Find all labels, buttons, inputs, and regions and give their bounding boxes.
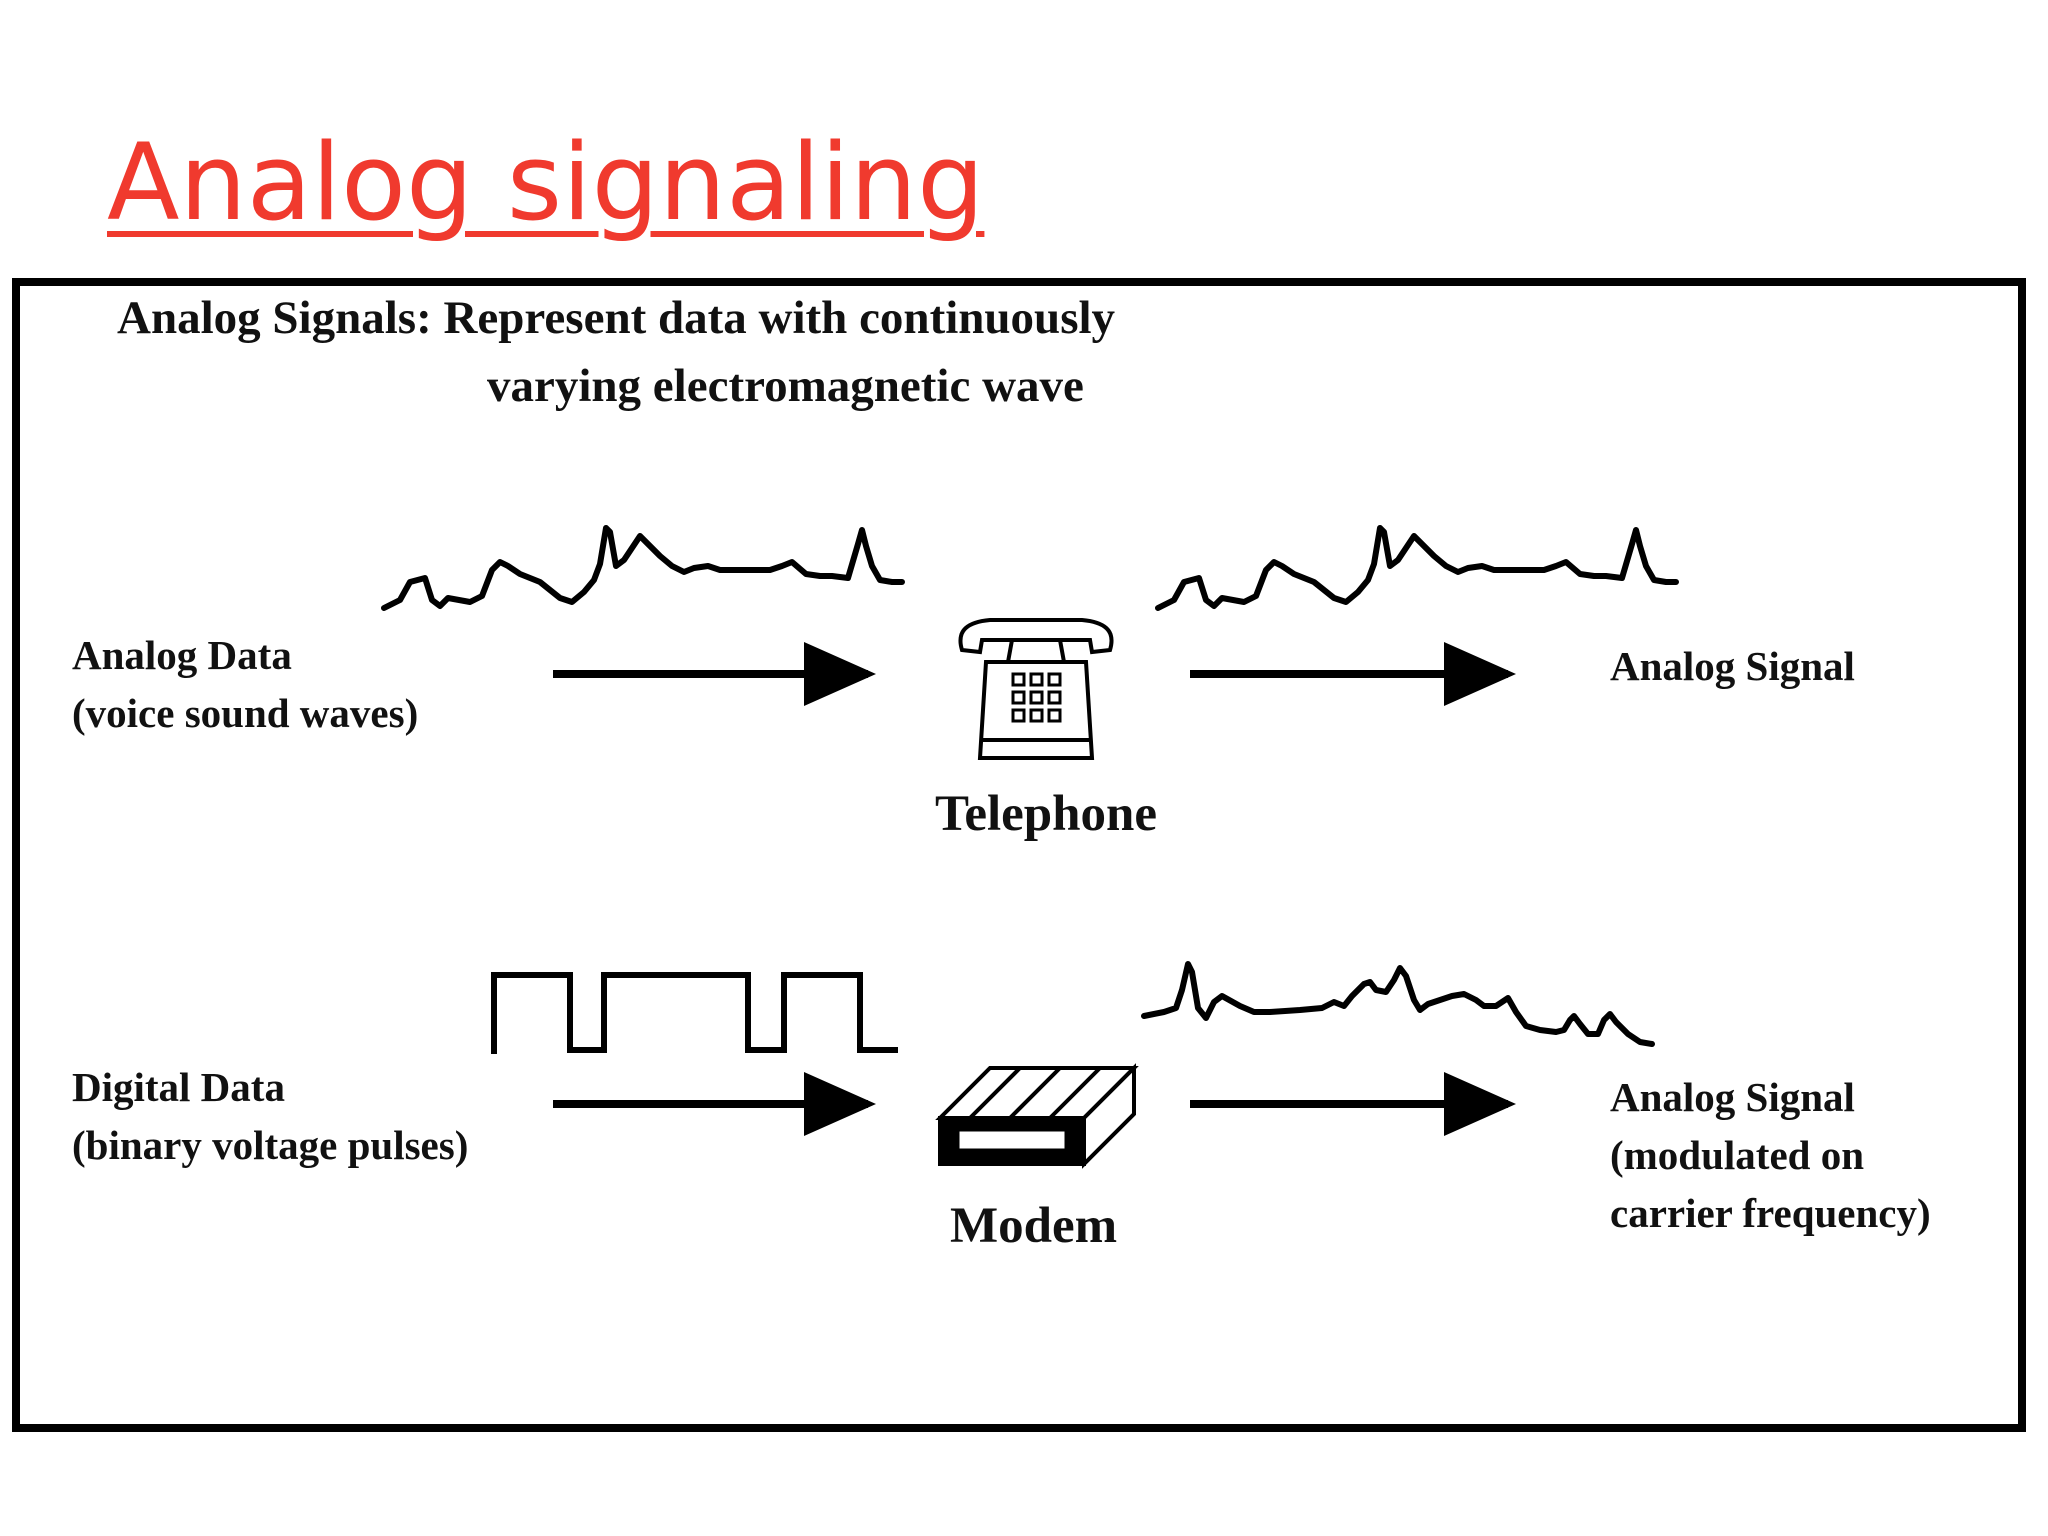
analog-signal-label-row2: Analog Signal [1610, 1074, 1855, 1120]
digital-data-sublabel: (binary voltage pulses) [72, 1122, 469, 1168]
slide-title: Analog signaling [107, 121, 985, 244]
analog-data-sublabel: (voice sound waves) [72, 690, 419, 736]
modulated-waveform [1141, 961, 1655, 1047]
modem-label: Modem [950, 1198, 1118, 1254]
analog-signal-label-row1: Analog Signal [1610, 643, 1855, 689]
modem-icon [935, 1063, 1139, 1169]
analog-signal-sublabel-1: (modulated on [1610, 1132, 1865, 1178]
diagram-heading-line-1: Analog Signals: Represent data with cont… [117, 292, 1116, 344]
diagram-heading-line-2: varying electromagnetic wave [487, 360, 1084, 412]
analog-signal-sublabel-2: carrier frequency) [1610, 1190, 1931, 1236]
diagram-frame [12, 278, 2026, 1432]
analog-data-label: Analog Data [72, 632, 292, 678]
telephone-label: Telephone [935, 786, 1158, 842]
voice-waveform-input [381, 525, 905, 611]
binary-pulse-waveform [491, 972, 898, 1054]
voice-waveform-output [1155, 525, 1679, 611]
digital-data-label: Digital Data [72, 1064, 285, 1110]
telephone-icon [958, 618, 1114, 760]
